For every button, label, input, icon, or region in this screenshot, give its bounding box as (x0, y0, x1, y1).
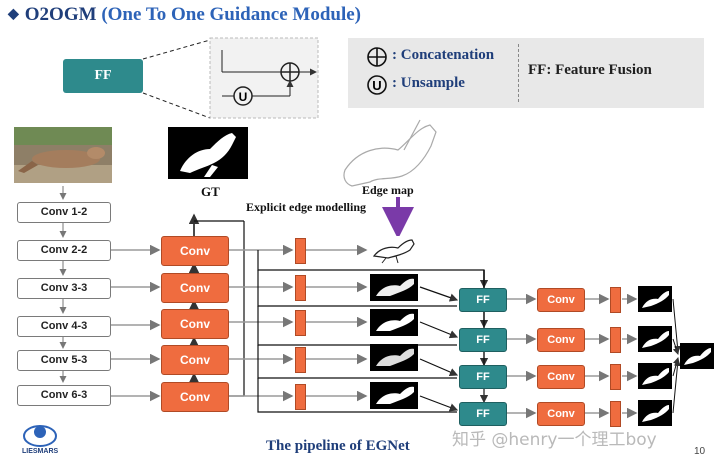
logo-text: LIESMARS (22, 448, 59, 455)
edge-map-label: Edge map (362, 183, 414, 197)
output-conv: Conv (537, 288, 585, 312)
output-feature-bar (610, 327, 621, 353)
legend-ff-definition: FF: Feature Fusion (528, 62, 652, 78)
legend-divider (518, 44, 519, 102)
backbone-layer: Conv 3-3 (17, 278, 111, 299)
feature-bar (295, 384, 306, 410)
saliency-map (370, 382, 418, 409)
output-saliency-map (638, 326, 672, 352)
input-image (14, 127, 112, 183)
svg-text:U: U (372, 78, 381, 93)
legend-upsample: : Unsample (392, 75, 465, 91)
feature-bar (295, 238, 306, 264)
side-conv: Conv (161, 345, 229, 375)
output-saliency-map (638, 286, 672, 312)
feature-bar (295, 275, 306, 301)
saliency-map (370, 344, 418, 371)
ff-block: FF (459, 365, 507, 389)
output-feature-bar (610, 287, 621, 313)
backbone-layer: Conv 5-3 (17, 350, 111, 371)
output-conv: Conv (537, 402, 585, 426)
edge-map-outline (343, 119, 437, 187)
backbone-layer: Conv 4-3 (17, 316, 111, 337)
page-title: ◆ O2OGM (One To One Guidance Module) (8, 4, 361, 26)
edge-prediction-image (368, 236, 420, 264)
gt-image (168, 127, 248, 179)
title-main: O2OGM (24, 4, 97, 25)
concatenation-icon (367, 47, 387, 67)
output-saliency-map (638, 363, 672, 389)
side-conv: Conv (161, 382, 229, 412)
backbone-layer: Conv 1-2 (17, 202, 111, 223)
ff-block: FF (459, 402, 507, 426)
upsample-icon: U (367, 75, 387, 95)
output-feature-bar (610, 364, 621, 390)
feature-bar (295, 347, 306, 373)
saliency-map (370, 309, 418, 336)
title-paren: (One To One Guidance Module) (101, 4, 362, 25)
watermark: 知乎 @henry一个理工boy (452, 430, 657, 450)
ff-block: FF (459, 288, 507, 312)
diamond-bullet-icon: ◆ (8, 7, 19, 22)
side-conv: Conv (161, 273, 229, 303)
saliency-map (370, 274, 418, 301)
feature-bar (295, 310, 306, 336)
liesmars-logo-icon (23, 425, 57, 447)
output-feature-bar (610, 401, 621, 427)
side-conv: Conv (161, 236, 229, 266)
legend-concat: : Concatenation (392, 47, 495, 63)
final-saliency-map (680, 343, 714, 369)
svg-text:U: U (239, 90, 248, 104)
ff-block: FF (459, 328, 507, 352)
output-saliency-map (638, 400, 672, 426)
output-conv: Conv (537, 328, 585, 352)
output-conv: Conv (537, 365, 585, 389)
figure-caption: The pipeline of EGNet (266, 438, 410, 454)
side-conv: Conv (161, 309, 229, 339)
backbone-layer: Conv 6-3 (17, 385, 111, 406)
legend-panel (348, 38, 704, 108)
explicit-edge-label: Explicit edge modelling (246, 200, 366, 214)
gt-label: GT (201, 184, 220, 199)
backbone-layer: Conv 2-2 (17, 240, 111, 261)
ff-module-block: FF (63, 59, 143, 93)
page-number: 10 (694, 446, 706, 457)
